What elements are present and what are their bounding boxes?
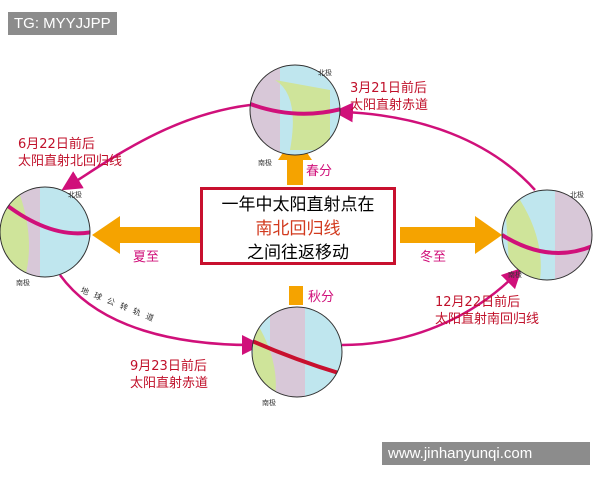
watermark-top: TG: MYYJJPP [8, 12, 117, 35]
south-pole-label: 南极 [16, 279, 30, 287]
center-line3: 之间往返移动 [247, 243, 349, 263]
winter-arrow [400, 216, 502, 254]
orbit-path [58, 102, 536, 355]
globe-summer [0, 186, 91, 278]
caption-winter: 12月22日前后太阳直射南回归线 [435, 295, 540, 327]
globe-winter [501, 189, 593, 281]
south-pole-label: 南极 [262, 399, 276, 407]
label-summer: 夏至 [133, 250, 160, 265]
north-pole-label: 北极 [68, 191, 82, 199]
caption-summer: 6月22日前后太阳直射北回归线 [18, 137, 123, 169]
north-pole-label: 北极 [318, 69, 332, 77]
globe-autumn [251, 306, 343, 398]
autumn-arrow [289, 286, 303, 305]
south-pole-label: 南极 [508, 271, 522, 279]
watermark-bottom: www.jinhanyunqi.com [382, 442, 590, 465]
label-winter: 冬至 [420, 250, 447, 265]
center-line1: 一年中太阳直射点在 [221, 195, 375, 215]
caption-spring: 3月21日前后太阳直射赤道 [350, 81, 429, 113]
summer-arrow [92, 216, 200, 254]
center-line2: 南北回归线 [255, 219, 341, 239]
label-autumn: 秋分 [308, 290, 335, 305]
north-pole-label: 北极 [570, 191, 584, 199]
globe-spring [249, 64, 341, 156]
caption-autumn: 9月23日前后太阳直射赤道 [130, 359, 209, 391]
center-box: 一年中太阳直射点在 南北回归线 之间往返移动 [200, 187, 396, 265]
south-pole-label: 南极 [258, 159, 272, 167]
label-spring: 春分 [306, 164, 333, 179]
